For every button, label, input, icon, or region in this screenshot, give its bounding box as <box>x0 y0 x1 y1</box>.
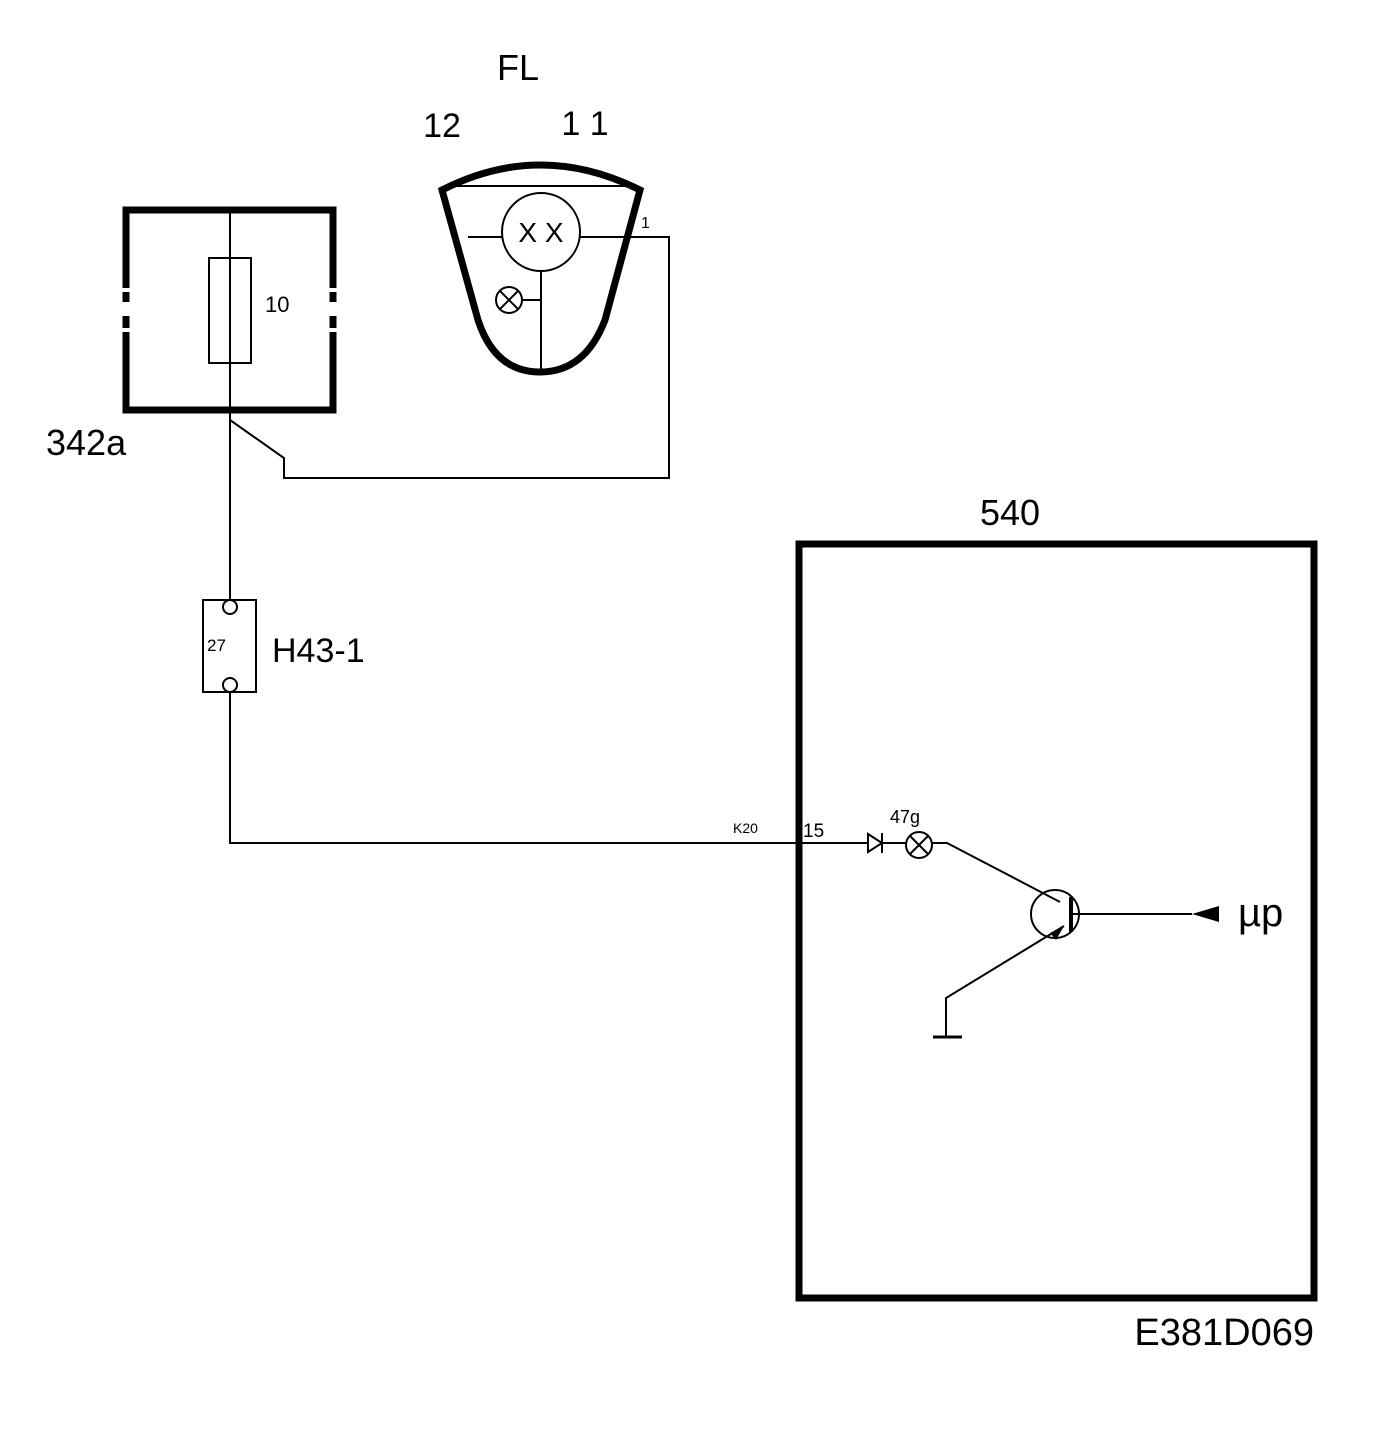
control-unit-540: 540 15 47g µp <box>795 492 1318 1302</box>
indicator-lamp-label: 47g <box>890 807 920 827</box>
wire-code: K20 <box>733 820 758 836</box>
switch-terminal-label: 1 <box>641 215 650 232</box>
switch-position-left: 12 <box>423 107 461 145</box>
wire-fuse-to-switch <box>229 236 670 479</box>
control-unit-frame <box>795 540 1318 1302</box>
connector-pin-label: 27 <box>207 636 226 655</box>
switch-contact-marks: X X <box>518 217 563 248</box>
control-unit-pin: 15 <box>803 821 824 842</box>
fuse-box-342a: 10 342a <box>46 206 338 463</box>
connector-h43-1: 27 H43-1 <box>202 599 365 693</box>
fuse-box-id: 342a <box>46 422 127 463</box>
processor-input-arrow-icon <box>1192 906 1219 922</box>
fuse-rating: 10 <box>265 292 289 317</box>
switch-label: FL <box>497 47 539 88</box>
connector-pin-bottom <box>222 677 238 693</box>
switch-housing <box>437 161 645 376</box>
diode-icon <box>867 832 884 854</box>
switch-position-right: 1 1 <box>561 105 608 143</box>
wire-connector-to-control-unit <box>229 692 868 844</box>
drawing-number: E381D069 <box>1134 1312 1314 1354</box>
switch-fl: FL 12 1 1 X X 1 <box>423 47 650 376</box>
transistor-collector-wire <box>932 842 1061 903</box>
connector-id: H43-1 <box>272 632 365 670</box>
control-unit-id: 540 <box>980 492 1040 533</box>
indicator-lamp-icon <box>905 831 933 859</box>
transistor-emitter-wire <box>945 925 1065 1036</box>
processor-label: µp <box>1238 891 1283 935</box>
connector-pin-top <box>222 599 238 615</box>
